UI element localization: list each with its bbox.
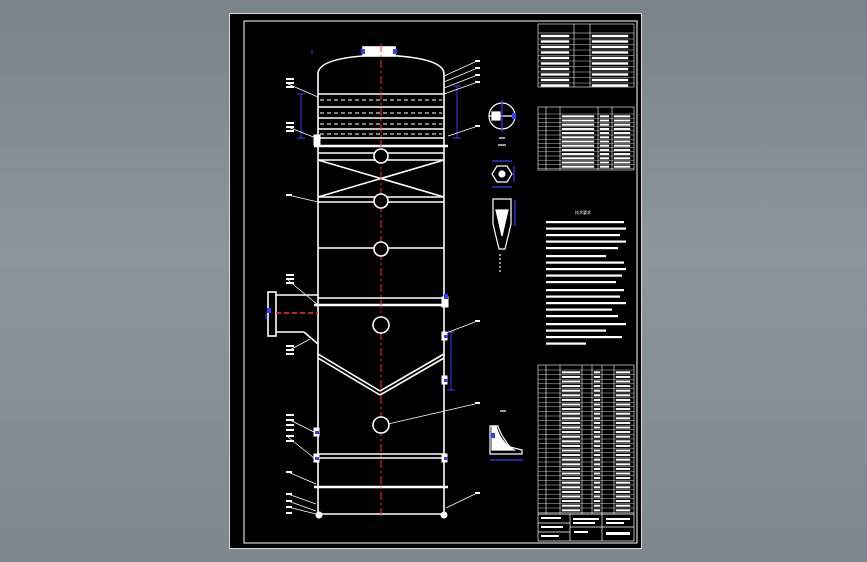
- parts-list-lines: [538, 369, 634, 513]
- manhole-4: [372, 316, 390, 334]
- design-data-table-lines: [538, 34, 634, 87]
- inlet-duct: [267, 291, 319, 345]
- vessel-base: [315, 511, 448, 519]
- manhole-3: [373, 241, 389, 257]
- title-block-fill: [541, 517, 630, 537]
- manhole-2: [373, 193, 389, 209]
- detail-views: [488, 100, 523, 461]
- inner-border: [243, 20, 638, 544]
- manhole-1: [373, 148, 389, 164]
- technical-notes-text: [546, 221, 626, 345]
- drawing-sheet[interactable]: 技术要求: [229, 13, 642, 549]
- left-leaders: [287, 83, 319, 515]
- nozzle-table: [537, 106, 635, 171]
- title-block: [537, 513, 635, 542]
- notes-heading: 技术要求: [575, 209, 591, 215]
- detail-c-nozzle: [492, 198, 512, 250]
- detail-d-support: [489, 425, 523, 455]
- drawing-canvas: 技术要求: [243, 20, 638, 544]
- left-leader-labels: [286, 78, 294, 514]
- detail-b-hex: [491, 165, 513, 183]
- manhole-5: [372, 416, 390, 434]
- dimension-lines: [265, 50, 461, 391]
- parts-list-table: [537, 364, 635, 515]
- manholes: [372, 148, 390, 434]
- nozzle-markers: [267, 49, 448, 460]
- top-nozzle: [362, 46, 396, 57]
- right-leader-labels: [475, 60, 480, 494]
- right-leaders: [387, 61, 476, 509]
- spray-headers: [320, 99, 442, 135]
- nozzle-table-lines: [538, 113, 634, 169]
